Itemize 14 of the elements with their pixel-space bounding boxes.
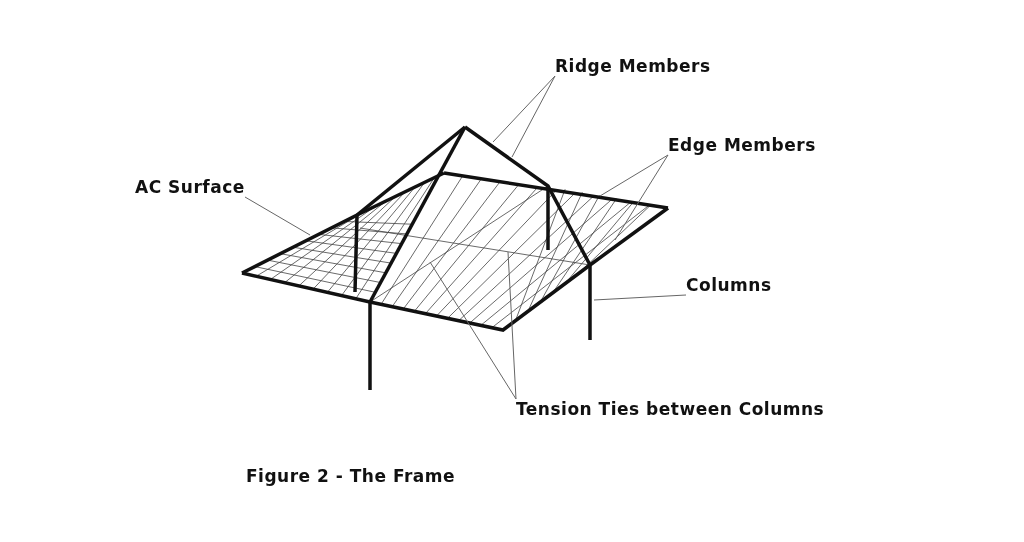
leader-line xyxy=(593,294,687,301)
leader-line xyxy=(614,154,669,241)
part-label: Tension Ties between Columns xyxy=(516,399,825,419)
part-label: Ridge Members xyxy=(555,56,711,76)
leader-line xyxy=(492,75,556,143)
leader-line xyxy=(511,75,556,158)
figure-caption: Figure 2 - The Frame xyxy=(246,466,456,486)
leader-line xyxy=(429,261,517,400)
leader-line xyxy=(244,196,311,236)
part-label: Edge Members xyxy=(668,135,816,155)
leader-line xyxy=(599,154,669,197)
part-label: Columns xyxy=(686,275,772,295)
leader-line xyxy=(507,251,517,400)
part-label: AC Surface xyxy=(135,177,245,197)
